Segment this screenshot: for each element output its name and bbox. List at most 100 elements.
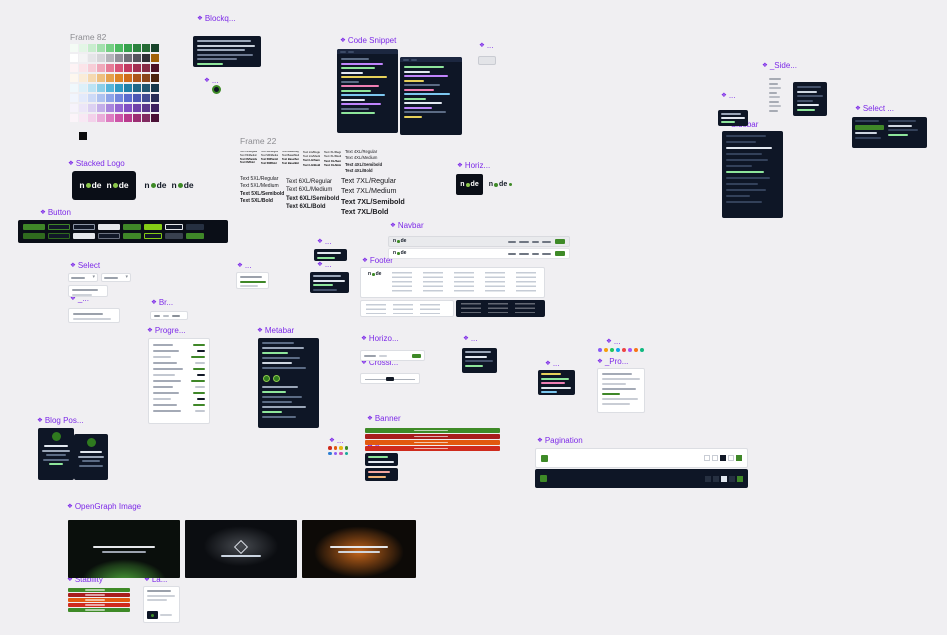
code-snippet-right[interactable] xyxy=(400,57,462,135)
button-variant[interactable] xyxy=(123,224,141,230)
component-label-underscore[interactable]: ❖_... xyxy=(70,295,89,303)
component-label-opengraph[interactable]: ❖OpenGraph Image xyxy=(67,503,141,511)
button-variant[interactable] xyxy=(123,233,141,239)
black-swatch[interactable] xyxy=(79,132,87,140)
opengraph-image-green[interactable] xyxy=(68,520,180,578)
button-variant[interactable] xyxy=(48,233,70,239)
side-icon-column[interactable] xyxy=(769,78,781,112)
page-button[interactable] xyxy=(737,475,743,482)
component-label-blog-post[interactable]: ❖Blog Pos... xyxy=(37,417,84,425)
component-label-navbar[interactable]: ❖Navbar xyxy=(390,222,424,230)
label-card-component[interactable] xyxy=(143,586,180,623)
component-label-dots-row[interactable]: ❖... xyxy=(606,338,621,346)
stability-component-set[interactable] xyxy=(68,588,130,613)
component-label-horizontal-metabar[interactable]: ❖Horizo... xyxy=(361,335,399,343)
select-dark-component[interactable] xyxy=(852,117,927,148)
button-variant[interactable] xyxy=(186,233,204,239)
page-button[interactable] xyxy=(713,475,719,482)
component-label-stacked-logo[interactable]: ❖Stacked Logo xyxy=(68,160,125,168)
nav-menu-item[interactable] xyxy=(532,240,539,243)
breadcrumb-item[interactable] xyxy=(172,314,180,317)
opengraph-image-orange[interactable] xyxy=(302,520,416,578)
button-variant[interactable] xyxy=(98,233,120,239)
component-label-blockquote-dots[interactable]: ❖... xyxy=(204,77,219,85)
nav-cta-button[interactable] xyxy=(555,239,565,244)
component-label-chip-dots[interactable]: ❖... xyxy=(479,42,494,50)
nav-menu-item[interactable] xyxy=(542,240,551,243)
component-label-code-snippet[interactable]: ❖Code Snippet xyxy=(340,37,396,45)
mini-component-1[interactable] xyxy=(236,272,269,289)
component-label-label-card[interactable]: ❖La... xyxy=(144,576,167,584)
mini-component-5[interactable] xyxy=(538,370,575,395)
page-button[interactable] xyxy=(736,455,742,461)
footer-compact-light[interactable] xyxy=(360,300,454,317)
breadcrumb-item[interactable] xyxy=(154,314,160,317)
metabar-component[interactable] xyxy=(258,338,319,428)
nav-menu-item[interactable] xyxy=(532,252,539,255)
select-light-menu[interactable] xyxy=(68,285,108,297)
component-label-pagination[interactable]: ❖Pagination xyxy=(537,437,583,445)
node-mini-icon[interactable] xyxy=(212,85,221,94)
blog-post-card-1[interactable] xyxy=(38,428,74,480)
component-label-horiz-logo[interactable]: ❖Horiz... xyxy=(457,162,490,170)
color-dots-row[interactable] xyxy=(598,348,644,352)
component-label-select-light[interactable]: ❖Select xyxy=(70,262,100,270)
button-variant[interactable] xyxy=(73,233,95,239)
blog-post-card-2[interactable] xyxy=(74,434,108,480)
active-page-button[interactable] xyxy=(540,475,547,482)
pagination-dark-variant[interactable] xyxy=(535,469,748,488)
button-variant[interactable] xyxy=(48,224,70,230)
nav-cta-button[interactable] xyxy=(555,251,565,256)
frame-label-frame82[interactable]: Frame 82 xyxy=(70,33,106,42)
active-page-button[interactable] xyxy=(541,454,548,462)
horizontal-metabar-component[interactable] xyxy=(360,350,425,361)
page-button[interactable] xyxy=(705,475,711,482)
component-label-progress[interactable]: ❖Progre... xyxy=(147,327,186,335)
page-button[interactable] xyxy=(704,455,710,461)
button-variant[interactable] xyxy=(23,233,45,239)
frame-label-frame22[interactable]: Frame 22 xyxy=(240,137,276,146)
pagination-light-variant[interactable] xyxy=(535,448,748,468)
button-variant[interactable] xyxy=(186,224,204,230)
page-button[interactable] xyxy=(728,455,734,461)
mini-component-4[interactable] xyxy=(462,348,497,373)
page-button[interactable] xyxy=(720,455,726,461)
color-dots-grid[interactable] xyxy=(328,446,348,455)
mini-component-3[interactable] xyxy=(310,272,349,293)
button-variant[interactable] xyxy=(165,224,183,230)
nav-menu-item[interactable] xyxy=(508,252,516,255)
footer-compact-dark[interactable] xyxy=(456,300,545,317)
button-variant[interactable] xyxy=(98,224,120,230)
menu-option[interactable] xyxy=(72,289,98,291)
component-label-button[interactable]: ❖Button xyxy=(40,209,71,217)
page-button[interactable] xyxy=(721,475,727,482)
component-label-mini4[interactable]: ❖... xyxy=(463,335,478,343)
select-light-closed-2[interactable]: ▾ xyxy=(101,273,131,282)
component-label-crossline[interactable]: ❖Crossl... xyxy=(361,359,398,367)
banner-component-set[interactable] xyxy=(365,428,500,452)
component-label-breadcrumb[interactable]: ❖Br... xyxy=(151,299,173,307)
component-label-side-partial[interactable]: ❖_Side... xyxy=(762,62,797,70)
button-variant[interactable] xyxy=(144,233,162,239)
color-palette-frame[interactable] xyxy=(70,44,159,124)
opengraph-image-logo[interactable] xyxy=(185,520,297,578)
code-snippet-left[interactable] xyxy=(337,49,398,133)
menu-option[interactable] xyxy=(72,293,92,296)
component-label-mini1[interactable]: ❖... xyxy=(237,262,252,270)
badge-card-1[interactable] xyxy=(365,453,398,466)
progress-component[interactable] xyxy=(148,338,210,424)
nav-menu-item[interactable] xyxy=(519,240,529,243)
side-mini-component[interactable] xyxy=(718,110,748,126)
component-label-footer[interactable]: ❖Footer xyxy=(362,257,393,265)
component-label-mini2[interactable]: ❖... xyxy=(317,238,332,246)
component-label-stability[interactable]: ❖Stability xyxy=(67,576,103,584)
component-label-mini3[interactable]: ❖... xyxy=(317,261,332,269)
